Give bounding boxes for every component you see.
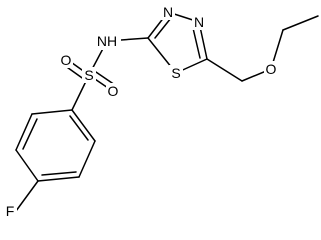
atom-label-nh: NH: [97, 33, 117, 49]
bond-ar2-ar3-inner: [22, 118, 38, 150]
bond-ch2-ch3: [282, 15, 319, 31]
atom-label-o-top: O: [61, 52, 72, 68]
atom-label-f: F: [6, 203, 15, 219]
bond-ar6-ar1: [71, 109, 96, 142]
bond-ar4-ar5: [37, 176, 80, 182]
atom-labels: NH N N S O S O O F: [3, 4, 278, 219]
bond-s-o-bottom-b: [92, 69, 116, 86]
bond-ar5-ar6: [78, 140, 96, 178]
bond-ar3-ar4: [15, 149, 39, 182]
atom-label-n4: N: [194, 14, 204, 30]
bond-n4-c5-inner: [192, 27, 201, 59]
molecule-diagram: NH N N S O S O O F: [3, 4, 319, 219]
bond-c2-n3-inner: [154, 17, 172, 39]
structure-svg: NH N N S O S O O F: [3, 4, 319, 219]
bond-ar1-ar2: [31, 109, 73, 115]
bond-c5-ch2: [206, 58, 243, 82]
ethoxymethyl-chain: [206, 15, 319, 82]
atom-label-o-bottom: O: [108, 83, 119, 99]
atom-label-s-ring: S: [171, 65, 180, 81]
atom-label-n3: N: [163, 4, 173, 20]
bond-ar6-ar1-inner: [69, 115, 89, 141]
atom-label-s-sulfonyl: S: [84, 67, 93, 83]
bond-ar2-ar3: [15, 113, 33, 151]
fluorophenyl-ring: [15, 109, 96, 212]
atom-label-o-ether: O: [266, 61, 277, 77]
bond-ar-f: [15, 180, 39, 212]
bond-ar4-ar5-inner: [41, 171, 77, 176]
